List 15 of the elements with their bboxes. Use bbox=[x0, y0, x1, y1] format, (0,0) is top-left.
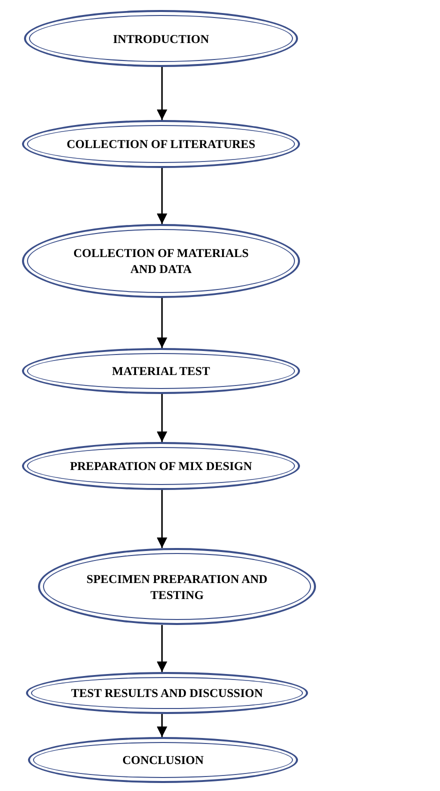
arrow bbox=[156, 67, 168, 120]
arrow bbox=[156, 714, 168, 737]
process-label: SPECIMEN PREPARATION AND TESTING bbox=[86, 570, 268, 602]
process-label: COLLECTION OF MATERIALS AND DATA bbox=[72, 245, 250, 277]
arrow bbox=[156, 168, 168, 224]
process-label: INTRODUCTION bbox=[112, 30, 209, 46]
process-label: COLLECTION OF LITERATURES bbox=[66, 136, 256, 152]
process-label: TEST RESULTS AND DISCUSSION bbox=[71, 685, 263, 701]
process-label: CONCLUSION bbox=[122, 752, 204, 768]
process-label: MATERIAL TEST bbox=[112, 363, 210, 379]
arrow bbox=[156, 394, 168, 442]
arrow bbox=[156, 490, 168, 548]
process-label: PREPARATION OF MIX DESIGN bbox=[70, 458, 252, 474]
arrow bbox=[156, 298, 168, 348]
arrow bbox=[156, 625, 168, 672]
